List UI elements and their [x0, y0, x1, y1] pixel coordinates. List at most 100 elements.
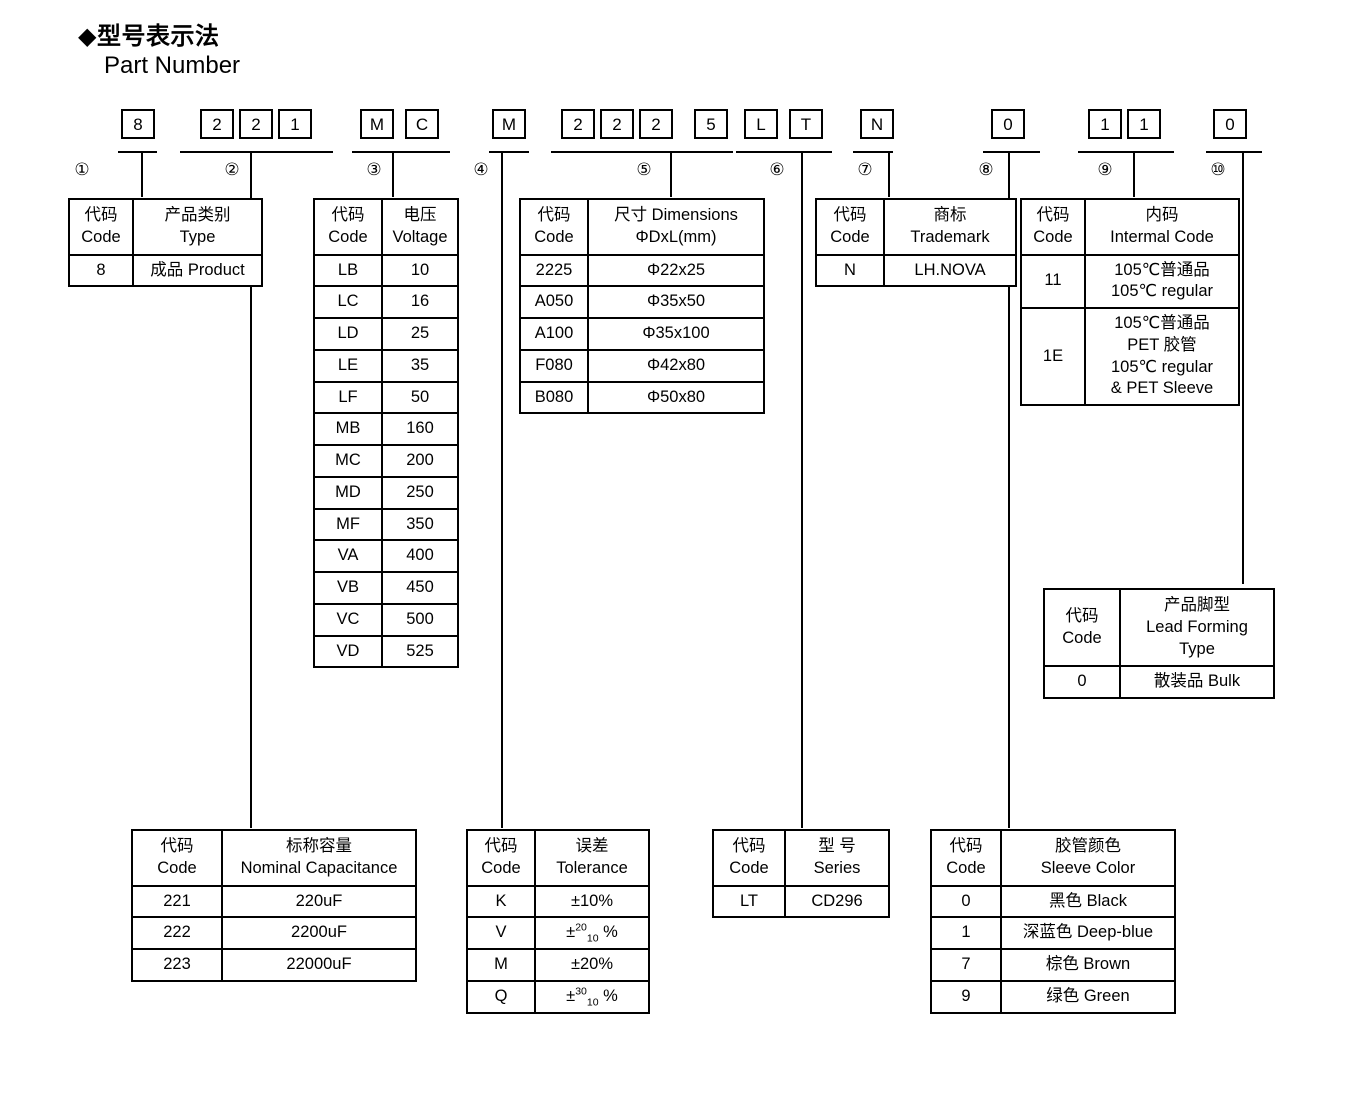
cell-value: ±20%	[534, 948, 650, 982]
tol-suffix: %	[603, 923, 618, 942]
cell-code: Q	[466, 979, 536, 1014]
drop-line-5	[670, 152, 672, 197]
table-series: 代码 Code 型 号 Series LT CD296	[712, 829, 890, 919]
table-header-row: 代码 Code 商标 Trademark	[815, 198, 1017, 256]
table-header-row: 代码 Code 型 号 Series	[712, 829, 890, 887]
cell-value: Φ35x50	[587, 285, 765, 320]
table-header-row: 代码 Code 产品类别 Type	[68, 198, 263, 256]
cell-value: Φ42x80	[587, 348, 765, 383]
marker-2: ②	[224, 160, 240, 179]
marker-5: ⑤	[636, 160, 652, 179]
drop-line-9	[1133, 152, 1135, 197]
header-code-en: Code	[1033, 227, 1073, 246]
cell-code: LE	[313, 348, 383, 383]
header-code-en: Code	[830, 227, 870, 246]
cell-code: 1	[930, 916, 1002, 951]
bracket-line-3	[352, 151, 450, 153]
header-code-cell: 代码 Code	[815, 198, 885, 256]
cell-code: LT	[712, 884, 786, 919]
header-label-en: Lead Forming	[1146, 617, 1248, 636]
table-header-row: 代码 Code 内码 Intermal Code	[1020, 198, 1240, 256]
cell-code: 1E	[1020, 307, 1086, 407]
cell-value: 400	[381, 539, 459, 574]
header-label-cell: 型 号 Series	[784, 829, 890, 887]
cell-value: 黑色 Black	[1000, 884, 1176, 919]
cell-code: LF	[313, 380, 383, 415]
cell-code: VA	[313, 539, 383, 574]
cell-code: VD	[313, 634, 383, 669]
header-code-en: Code	[946, 858, 986, 877]
header-code-cn: 代码	[949, 837, 983, 855]
header-code-cell: 代码 Code	[930, 829, 1002, 887]
cell-value: 2200uF	[221, 916, 417, 951]
header-code-cn: 代码	[1036, 206, 1070, 224]
header-code-en: Code	[729, 858, 769, 877]
page-title-en: Part Number	[104, 52, 241, 79]
header-label-cell: 尺寸 Dimensions ΦDxL(mm)	[587, 198, 765, 256]
cell-code: F080	[519, 348, 589, 383]
cell-value: 220uF	[221, 884, 417, 919]
drop-line-1	[141, 152, 143, 197]
header-label-cn: 型 号	[818, 837, 856, 855]
header-code-en: Code	[81, 227, 121, 246]
cell-value: 25	[381, 317, 459, 351]
header-code-cell: 代码 Code	[712, 829, 786, 887]
table-row: M ±20%	[466, 948, 650, 982]
marker-4: ④	[473, 160, 489, 179]
tol-base: ±10%	[570, 891, 614, 910]
cell-code: A100	[519, 317, 589, 351]
cell-value: Φ22x25	[587, 253, 765, 288]
cell-code: VB	[313, 571, 383, 605]
cell-value: Φ35x100	[587, 317, 765, 351]
header-label-en: Voltage	[392, 227, 448, 246]
bracket-line-9	[1078, 151, 1174, 153]
header-code-cn: 代码	[833, 206, 867, 224]
header-label-en: Tolerance	[556, 858, 628, 877]
cell-value: 16	[381, 285, 459, 320]
code-char-box: 0	[991, 109, 1025, 139]
cell-value: ±2010 %	[534, 916, 650, 951]
table-row: N LH.NOVA	[815, 253, 1017, 288]
code-char-box: 1	[1127, 109, 1161, 139]
header-code-cn: 代码	[732, 837, 766, 855]
header-label-en: ΦDxL(mm)	[635, 227, 717, 246]
cell-value: 200	[381, 444, 459, 478]
header-code-en: Code	[481, 858, 521, 877]
header-label-cell: 误差 Tolerance	[534, 829, 650, 887]
tol-sup: 30	[575, 985, 587, 998]
cell-value: 散装品 Bulk	[1119, 665, 1275, 700]
code-char-box: 0	[1213, 109, 1247, 139]
marker-6: ⑥	[769, 160, 785, 179]
cell-code: M	[466, 948, 536, 982]
header-label-en: Type	[179, 227, 216, 246]
value-line-1: 105℃普通品	[1114, 314, 1210, 333]
header-code-cell: 代码 Code	[131, 829, 223, 887]
cell-code: 223	[131, 948, 223, 982]
header-label-cn: 电压	[403, 206, 437, 224]
header-code-cell: 代码 Code	[519, 198, 589, 256]
cell-value: 22000uF	[221, 948, 417, 982]
cell-code: LD	[313, 317, 383, 351]
cell-code: B080	[519, 380, 589, 415]
header-label-en: Trademark	[910, 227, 990, 246]
drop-line-8	[1008, 152, 1010, 828]
tol-base: ±	[566, 986, 576, 1005]
code-char-box: M	[360, 109, 394, 139]
cell-code: MD	[313, 475, 383, 510]
bracket-line-2	[180, 151, 333, 153]
cell-code: 7	[930, 948, 1002, 982]
code-char-box: 1	[278, 109, 312, 139]
code-char-box: 5	[694, 109, 728, 139]
cell-value: CD296	[784, 884, 890, 919]
cell-value: 深蓝色 Deep-blue	[1000, 916, 1176, 951]
header-code-cn: 代码	[1065, 606, 1099, 625]
